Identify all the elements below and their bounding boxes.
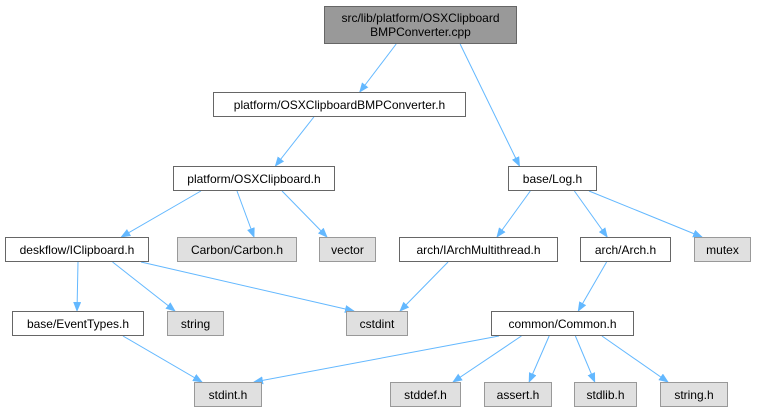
edge-bmp_h-to-clip_h [274,116,315,167]
edge-evtypes_h-to-stdint_h [122,335,203,383]
node-common-h[interactable]: common/Common.h [491,311,634,336]
edge-iarchmt_h-to-cstdint [399,261,449,312]
edge-common_h-to-assert_h [528,335,550,383]
edge-common_h-to-stdlib_h [574,335,596,383]
edge-common_h-to-stdint_h [253,335,500,385]
node-stdint-h: stdint.h [194,382,262,407]
node-mutex: mutex [694,237,751,262]
edge-arch_h-to-common_h [577,261,608,312]
edge-root-to-bmp_h [359,43,397,93]
node-assert-h: assert.h [484,382,552,407]
node-cstdint: cstdint [346,311,408,336]
node-stddef-h: stddef.h [390,382,461,407]
edge-iclip_h-to-cstdint [140,261,355,313]
edge-log_h-to-arch_h [573,190,608,238]
node-stdlib-h: stdlib.h [574,382,637,407]
edge-layer [73,43,703,385]
node-osxclipboard-h[interactable]: platform/OSXClipboard.h [173,166,335,191]
node-log-h[interactable]: base/Log.h [508,166,597,191]
node-iclipboard-h[interactable]: deskflow/IClipboard.h [5,237,149,262]
node-vector: vector [319,237,376,262]
edge-log_h-to-mutex [588,190,703,238]
node-arch-h[interactable]: arch/Arch.h [580,237,671,262]
edge-root-to-log_h [459,43,520,167]
edge-clip_h-to-carbon_h [236,190,255,238]
node-string: string [167,311,224,336]
edge-common_h-to-string_h [601,335,669,383]
node-string-h: string.h [660,382,728,407]
node-osxclipboardbmpconverter-h[interactable]: platform/OSXClipboardBMPConverter.h [213,92,466,117]
edge-iclip_h-to-evtypes_h [73,261,82,312]
edge-clip_h-to-iclip_h [120,190,202,238]
node-iarchmultithread-h[interactable]: arch/IArchMultithread.h [399,237,558,262]
node-carbon-h: Carbon/Carbon.h [177,237,297,262]
edge-clip_h-to-vector [281,190,328,238]
node-eventtypes-h[interactable]: base/EventTypes.h [12,311,144,336]
node-root-osxclipboardbmpconverter-cpp: src/lib/platform/OSXClipboard BMPConvert… [324,6,517,44]
edge-common_h-to-stddef_h [452,335,522,383]
edge-iclip_h-to-string [112,261,176,312]
edge-log_h-to-iarchmt_h [496,190,531,238]
